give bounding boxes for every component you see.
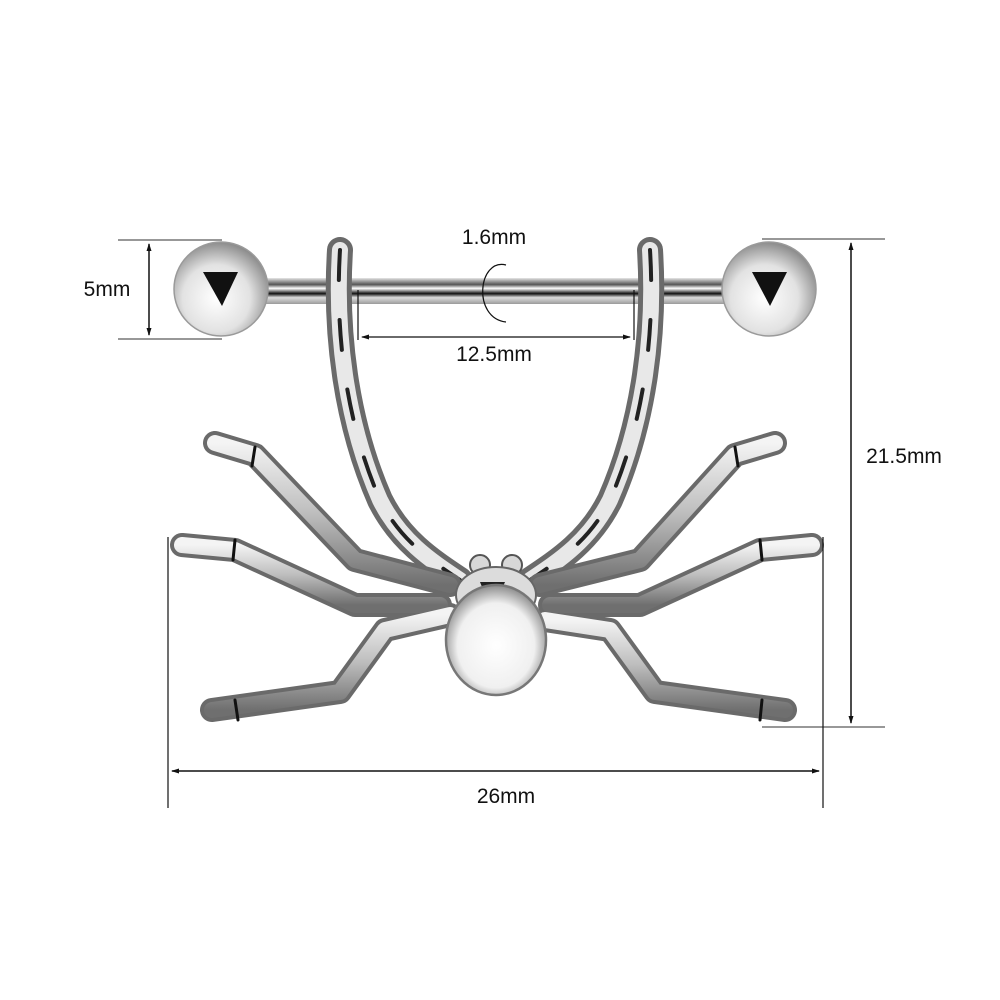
ball-diameter-label: 5mm (83, 278, 131, 301)
bar-shaft (255, 278, 735, 304)
spider-body (444, 554, 548, 697)
spider-legs (170, 431, 824, 722)
width-dimension (167, 537, 824, 808)
bar-length-dimension (357, 290, 635, 340)
total-width-label: 26mm (476, 785, 536, 808)
barbell (173, 241, 817, 337)
gauge-dimension (482, 263, 507, 323)
total-height-label: 21.5mm (866, 445, 942, 468)
ball-diameter-dimension (118, 239, 222, 340)
gauge-label: 1.6mm (461, 226, 527, 249)
spider-hanger (325, 237, 665, 593)
bar-length-label: 12.5mm (456, 343, 532, 366)
